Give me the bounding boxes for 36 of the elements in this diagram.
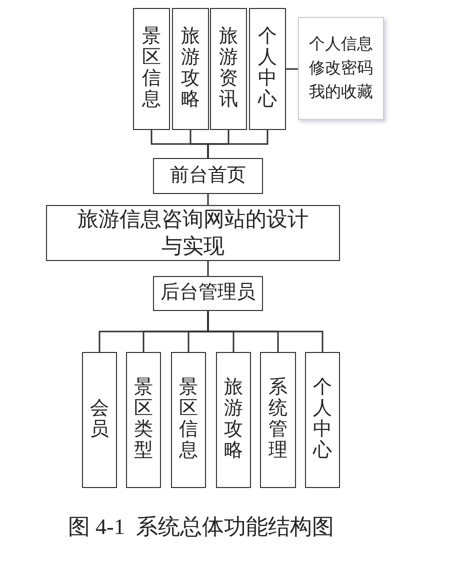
node-label: 旅游资讯 <box>219 27 238 111</box>
node-label: 景区类型 <box>134 378 153 462</box>
module-box <box>133 8 170 130</box>
node-label: 会员 <box>90 399 109 441</box>
module-box <box>305 352 340 488</box>
module-box <box>249 8 286 130</box>
figure-caption: 图 4-1 系统总体功能结构图 <box>68 513 334 541</box>
connector-line <box>207 130 268 158</box>
connector-line <box>207 311 324 352</box>
module-box <box>82 352 117 488</box>
module-box <box>126 352 161 488</box>
node-label: 旅游攻略 <box>224 378 243 462</box>
node-label: 修改密码 <box>309 58 373 78</box>
node-label: 旅游信息咨询网站的设计与实现 <box>76 206 310 260</box>
node-label: 景区信息 <box>142 27 161 111</box>
node-label: 我的收藏 <box>309 82 373 102</box>
connector-line <box>207 261 209 276</box>
connector-line <box>286 68 298 70</box>
process-box <box>46 205 340 261</box>
module-box <box>172 8 209 130</box>
process-box <box>153 158 263 194</box>
node-label: 个人信息 <box>309 34 373 54</box>
note-box <box>298 17 384 120</box>
node-label: 个人中心 <box>258 27 277 111</box>
connector-line <box>207 194 209 205</box>
node-label: 前台首页 <box>170 164 246 188</box>
node-label: 后台管理员 <box>160 281 256 306</box>
module-box <box>260 352 296 488</box>
module-box <box>210 8 247 130</box>
module-box <box>171 352 206 488</box>
node-label: 景区信息 <box>179 378 198 462</box>
node-label: 旅游攻略 <box>181 27 200 111</box>
node-label: 个人中心 <box>313 378 332 462</box>
node-label: 系统管理 <box>268 378 288 462</box>
process-box <box>153 276 263 311</box>
module-box <box>216 352 251 488</box>
